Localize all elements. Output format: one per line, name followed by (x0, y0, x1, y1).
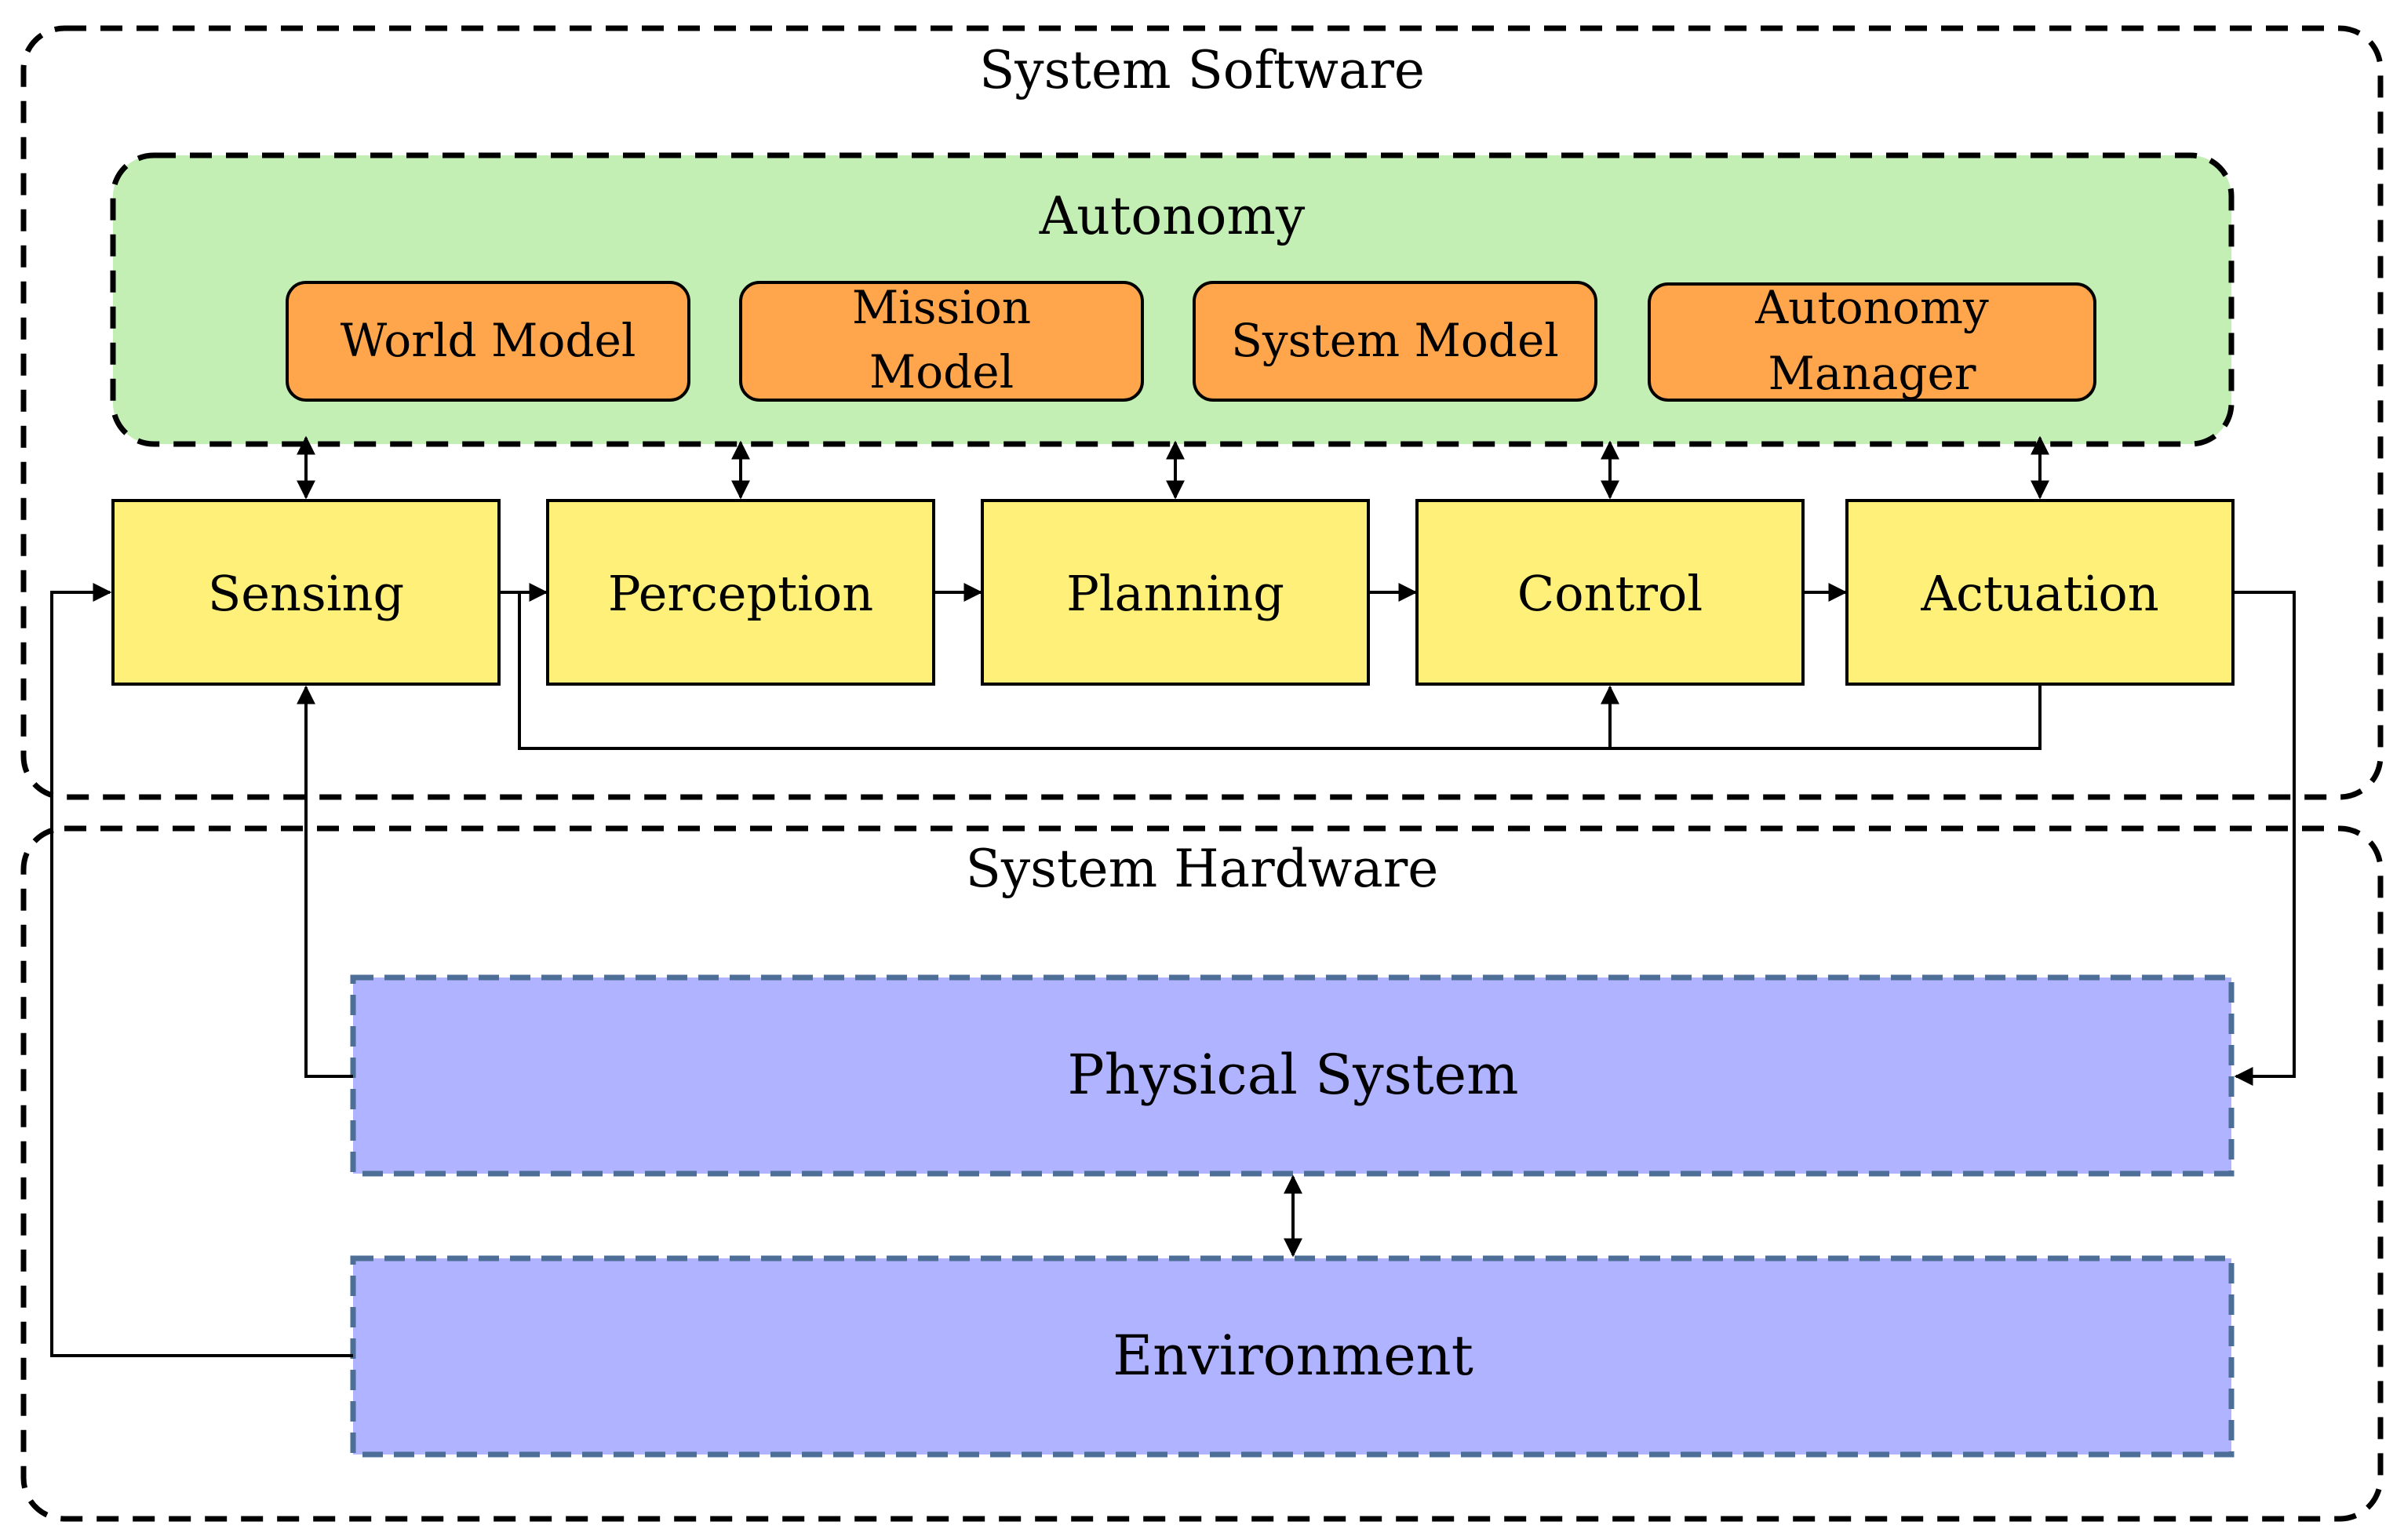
svg-text:Actuation: Actuation (1920, 565, 2158, 622)
autonomy-module-system-model: System Model (1193, 281, 1597, 402)
svg-text:Environment: Environment (1113, 1323, 1473, 1388)
svg-text:Perception: Perception (608, 565, 873, 622)
feedback-actuation-to-control (1610, 684, 2042, 750)
pipeline-sensing: Sensing (111, 499, 501, 686)
physical-system-box: Physical System (350, 974, 2235, 1177)
software-group-label: System Software (979, 40, 1425, 100)
svg-text:Control: Control (1517, 565, 1703, 622)
feedback-perception-to-control (518, 592, 1610, 750)
autonomy-label: Autonomy (1039, 186, 1306, 246)
hardware-group-label: System Hardware (966, 839, 1439, 899)
pipeline-control: Control (1415, 499, 1805, 686)
autonomy-module-mission-model: Mission Model (739, 281, 1144, 402)
svg-text:World Model: World Model (341, 314, 636, 367)
arrow-physical-to-sensing (297, 685, 353, 1078)
svg-text:System Model: System Model (1231, 314, 1559, 367)
hardware-group-box (20, 825, 2384, 1522)
environment-box: Environment (350, 1255, 2235, 1458)
autonomy-module-world-model: World Model (286, 281, 690, 402)
svg-text:Sensing: Sensing (208, 565, 404, 622)
pipeline-actuation: Actuation (1845, 499, 2235, 686)
arrow-environment-to-sensing (50, 583, 353, 1357)
svg-text:Manager: Manager (1768, 347, 1976, 400)
svg-text:Model: Model (869, 345, 1014, 399)
svg-text:Planning: Planning (1066, 565, 1284, 622)
autonomy-module-autonomy-manager: Autonomy Manager (1648, 281, 2096, 402)
pipeline-perception: Perception (546, 499, 935, 686)
arrow-actuation-to-physical (2233, 591, 2296, 1086)
svg-text:Mission: Mission (852, 281, 1031, 334)
svg-text:Physical System: Physical System (1068, 1043, 1519, 1107)
software-group-box (20, 25, 2384, 800)
pipeline-planning: Planning (981, 499, 1370, 686)
svg-text:Autonomy: Autonomy (1754, 281, 1989, 334)
